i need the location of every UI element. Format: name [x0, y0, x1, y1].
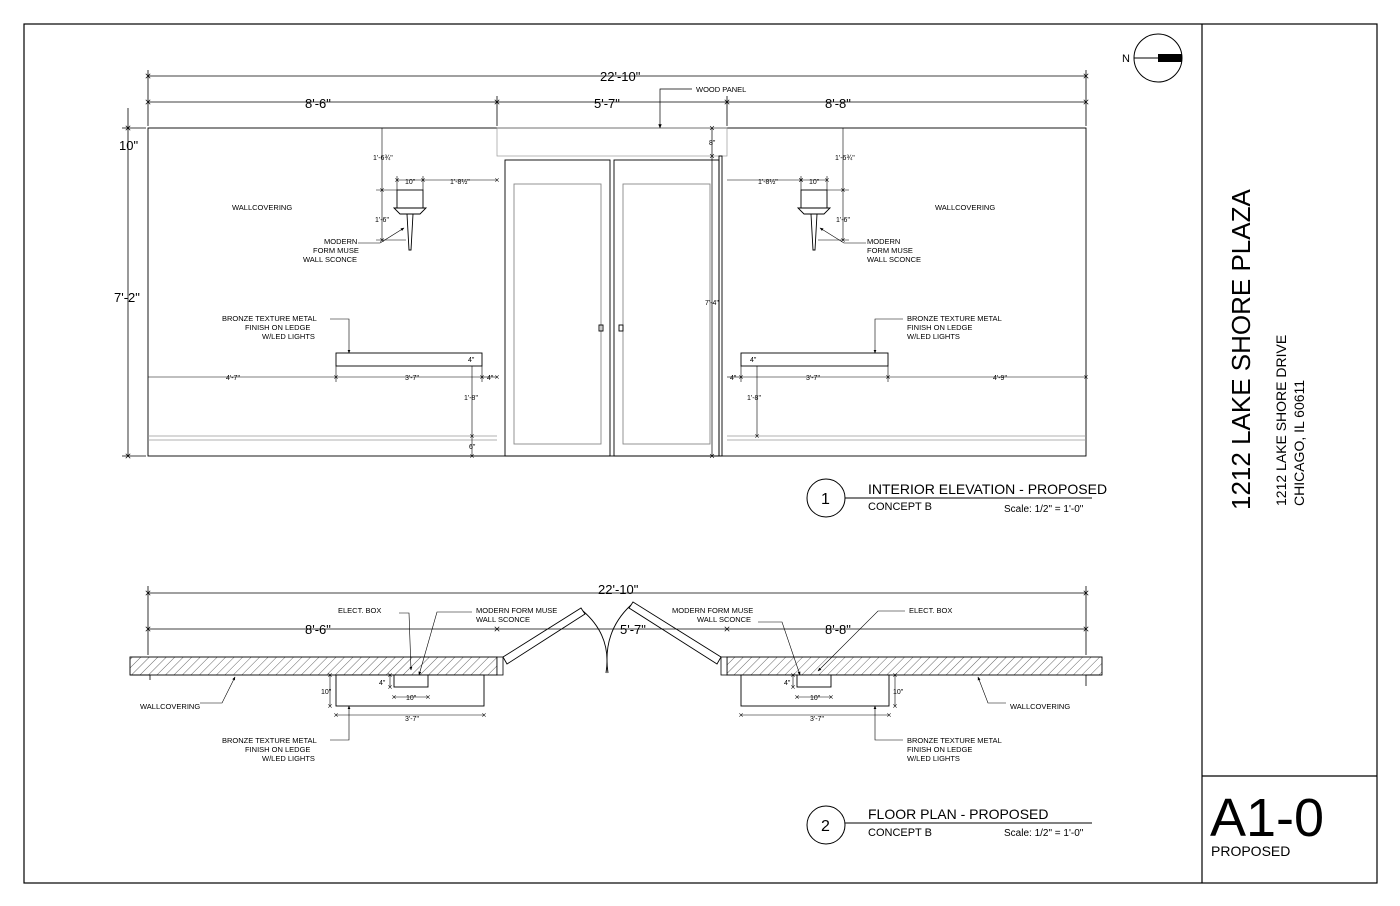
elev-dim-wall-height: 7'-2" [114, 290, 140, 305]
floor-plan: 22'-10" 8'-6" 5'-7" 8'-8" [129, 582, 1103, 845]
ledge-left-offset-dim: 4'-7" [226, 375, 240, 382]
ledge-left [335, 352, 483, 367]
plan-ledge-right-depth: 10" [893, 689, 904, 696]
plan-sconce-right [796, 674, 832, 688]
plan-sconce-left-label-2: WALL SCONCE [476, 615, 530, 624]
sconce-left-width-dim: 10" [405, 179, 416, 186]
ledge-right-label-1: BRONZE TEXTURE METAL [907, 314, 1002, 323]
sconce-right-label-3: WALL SCONCE [867, 255, 921, 264]
ledge-left-label-2: FINISH ON LEDGE [245, 323, 310, 332]
ledge-left-thickness: 4" [468, 357, 475, 364]
wall-sconce-right [796, 189, 832, 251]
plan-box-right-depth: 4" [784, 680, 791, 687]
plan-sconce-left-label-1: MODERN FORM MUSE [476, 606, 557, 615]
plan-sconce-left [393, 674, 429, 688]
plan-wallcovering-left: WALLCOVERING [140, 702, 200, 711]
plan-ledge-right-length: 3'-7" [810, 716, 824, 723]
door-height-dim: 7'-4" [705, 300, 719, 307]
ledge-left-label-1: BRONZE TEXTURE METAL [222, 314, 317, 323]
elevation-callout-number: 1 [821, 491, 830, 508]
sconce-right-offset-dim: 1'-8½" [758, 178, 778, 186]
plan-wall-left [129, 656, 504, 680]
sconce-right-width-dim: 10" [809, 179, 820, 186]
elev-dim-left: 8'-6" [305, 96, 331, 111]
ledge-right [740, 352, 889, 367]
elevation-subtitle: CONCEPT B [868, 501, 932, 513]
wallcovering-label-left: WALLCOVERING [232, 203, 292, 212]
sconce-right-label-1: MODERN [867, 237, 900, 246]
door-swing-right [606, 601, 722, 674]
ledge-right-offset-dim: 4'-9" [993, 375, 1007, 382]
sconce-left-top-dim: 1'-6¾" [373, 155, 393, 162]
plan-ledge-left-depth: 10" [321, 689, 332, 696]
wallcovering-label-right: WALLCOVERING [935, 203, 995, 212]
ledge-right-height-dim: 1'-8" [747, 395, 761, 402]
plan-title: FLOOR PLAN - PROPOSED [868, 806, 1048, 822]
sheet-status: PROPOSED [1211, 843, 1290, 859]
elev-dim-center: 5'-7" [594, 96, 620, 111]
ledge-right-label-3: W/LED LIGHTS [907, 332, 960, 341]
plan-ledge-right-label-2: FINISH ON LEDGE [907, 745, 972, 754]
ledge-right-gap-dim: 4" [730, 375, 737, 382]
door-head-dim: 8" [709, 140, 716, 147]
elev-dim-right: 8'-8" [825, 96, 851, 111]
plan-scale: Scale: 1/2" = 1'-0" [1004, 828, 1084, 839]
elevation-title: INTERIOR ELEVATION - PROPOSED [868, 481, 1107, 497]
sconce-left-label-1: MODERN [324, 237, 357, 246]
elev-dim-overall: 22'-10" [600, 69, 641, 84]
sheet-border [23, 23, 1378, 884]
north-arrow-icon: N [1122, 33, 1183, 83]
plan-sconce-right-label-1: MODERN FORM MUSE [672, 606, 753, 615]
project-name: 1212 LAKE SHORE PLAZA [1226, 189, 1256, 510]
ledge-right-label-2: FINISH ON LEDGE [907, 323, 972, 332]
double-door [504, 155, 723, 457]
elevation-wall [147, 127, 1087, 457]
plan-wallcovering-right: WALLCOVERING [1010, 702, 1070, 711]
elevation-scale: Scale: 1/2" = 1'-0" [1004, 504, 1084, 515]
plan-ledge-right-label-1: BRONZE TEXTURE METAL [907, 736, 1002, 745]
plan-dim-overall: 22'-10" [598, 582, 639, 597]
ledge-left-label-3: W/LED LIGHTS [262, 332, 315, 341]
plan-sconce-left-width: 10" [406, 695, 417, 702]
plan-sconce-right-label-2: WALL SCONCE [697, 615, 751, 624]
address-line-2: CHICAGO, IL 60611 [1291, 380, 1307, 506]
ledge-right-length-dim: 3'-7" [806, 375, 820, 382]
sconce-right-drop-dim: 1'-6" [836, 217, 850, 224]
interior-elevation: 22'-10" 8'-6" 5'-7" 8'-8" 10" 7'-2" [114, 69, 1107, 518]
elect-box-label-right: ELECT. BOX [909, 606, 952, 615]
address-line-1: 1212 LAKE SHORE DRIVE [1273, 335, 1289, 506]
ledge-left-gap-dim: 4" [487, 375, 494, 382]
ledge-right-thickness: 4" [750, 357, 757, 364]
base-dim: 6" [469, 444, 476, 451]
wall-sconce-left [392, 189, 428, 251]
plan-dim-right: 8'-8" [825, 622, 851, 637]
sconce-right-top-dim: 1'-6¾" [835, 155, 855, 162]
plan-ledge-left-length: 3'-7" [405, 716, 419, 723]
plan-sconce-right-width: 10" [810, 695, 821, 702]
plan-ledge-left-label-1: BRONZE TEXTURE METAL [222, 736, 317, 745]
sconce-left-label-3: WALL SCONCE [303, 255, 357, 264]
plan-box-left-depth: 4" [379, 680, 386, 687]
plan-ledge-left-label-2: FINISH ON LEDGE [245, 745, 310, 754]
ledge-left-height-dim: 1'-8" [464, 395, 478, 402]
plan-ledge-right-label-3: W/LED LIGHTS [907, 754, 960, 763]
door-swing-left [502, 607, 608, 674]
elect-box-label-left: ELECT. BOX [338, 606, 381, 615]
ledge-left-length-dim: 3'-7" [405, 375, 419, 382]
plan-callout-circle [806, 805, 846, 845]
plan-dim-center: 5'-7" [620, 622, 646, 637]
sconce-left-label-2: FORM MUSE [313, 246, 359, 255]
sconce-left-offset-dim: 1'-8½" [450, 178, 470, 186]
north-label: N [1122, 53, 1130, 65]
plan-ledge-left-label-3: W/LED LIGHTS [262, 754, 315, 763]
plan-dim-left: 8'-6" [305, 622, 331, 637]
plan-callout-number: 2 [821, 818, 830, 835]
elev-dim-top-band: 10" [119, 138, 138, 153]
sheet-number: A1-0 [1210, 788, 1324, 848]
sconce-right-label-2: FORM MUSE [867, 246, 913, 255]
plan-subtitle: CONCEPT B [868, 827, 932, 839]
sconce-left-drop-dim: 1'-6" [375, 217, 389, 224]
wood-panel-label: WOOD PANEL [696, 85, 746, 94]
